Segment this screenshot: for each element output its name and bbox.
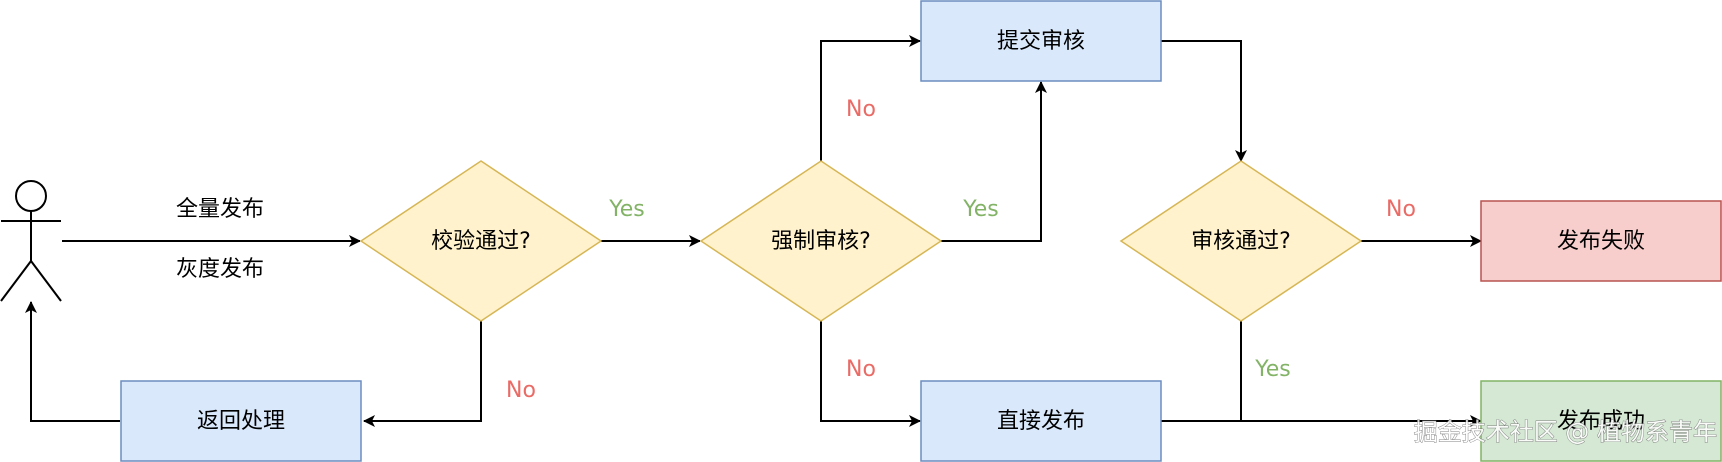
edge-label-force-no-down: No: [846, 357, 876, 382]
edge-check-to-return: [363, 321, 482, 427]
edge-return-to-actor: [25, 301, 120, 422]
stick-figure-icon: [0, 180, 62, 302]
process-return-handling: 返回处理: [120, 380, 362, 462]
terminal-publish-failed-label: 发布失败: [1557, 229, 1645, 254]
terminal-publish-success: 发布成功: [1480, 380, 1722, 462]
decision-review-passed-label: 审核通过?: [1191, 229, 1291, 254]
edge-label-review-yes: Yes: [1254, 357, 1291, 382]
edge-force-to-submit-yes: [941, 81, 1047, 242]
decision-check-passed: 校验通过?: [359, 160, 603, 322]
edge-label-force-yes: Yes: [962, 197, 999, 222]
process-submit-review: 提交审核: [920, 0, 1162, 82]
label-full-release: 全量发布: [176, 197, 264, 222]
edge-label-force-no-up: No: [846, 97, 876, 122]
edge-label-check-yes: Yes: [608, 197, 645, 222]
edge-force-to-direct: [820, 321, 921, 427]
watermark: 掘金技术社区 @ 植物系青年: [1414, 418, 1717, 446]
process-submit-review-label: 提交审核: [997, 29, 1085, 54]
edge-force-to-submit-no: [820, 35, 921, 161]
process-direct-publish-label: 直接发布: [997, 409, 1085, 434]
decision-force-review-label: 强制审核?: [771, 229, 871, 254]
terminal-publish-success-label: 发布成功: [1557, 409, 1645, 434]
process-return-handling-label: 返回处理: [197, 409, 285, 434]
edges: [25, 35, 1482, 427]
edge-label-check-no: No: [506, 378, 536, 403]
edge-label-review-no: No: [1386, 197, 1416, 222]
terminal-publish-failed: 发布失败: [1480, 200, 1722, 282]
process-direct-publish: 直接发布: [920, 380, 1162, 462]
decision-check-passed-label: 校验通过?: [431, 229, 531, 254]
decision-force-review: 强制审核?: [699, 160, 943, 322]
label-gray-release: 灰度发布: [176, 257, 264, 282]
decision-review-passed: 审核通过?: [1119, 160, 1363, 322]
edge-submit-to-review: [1161, 40, 1247, 162]
